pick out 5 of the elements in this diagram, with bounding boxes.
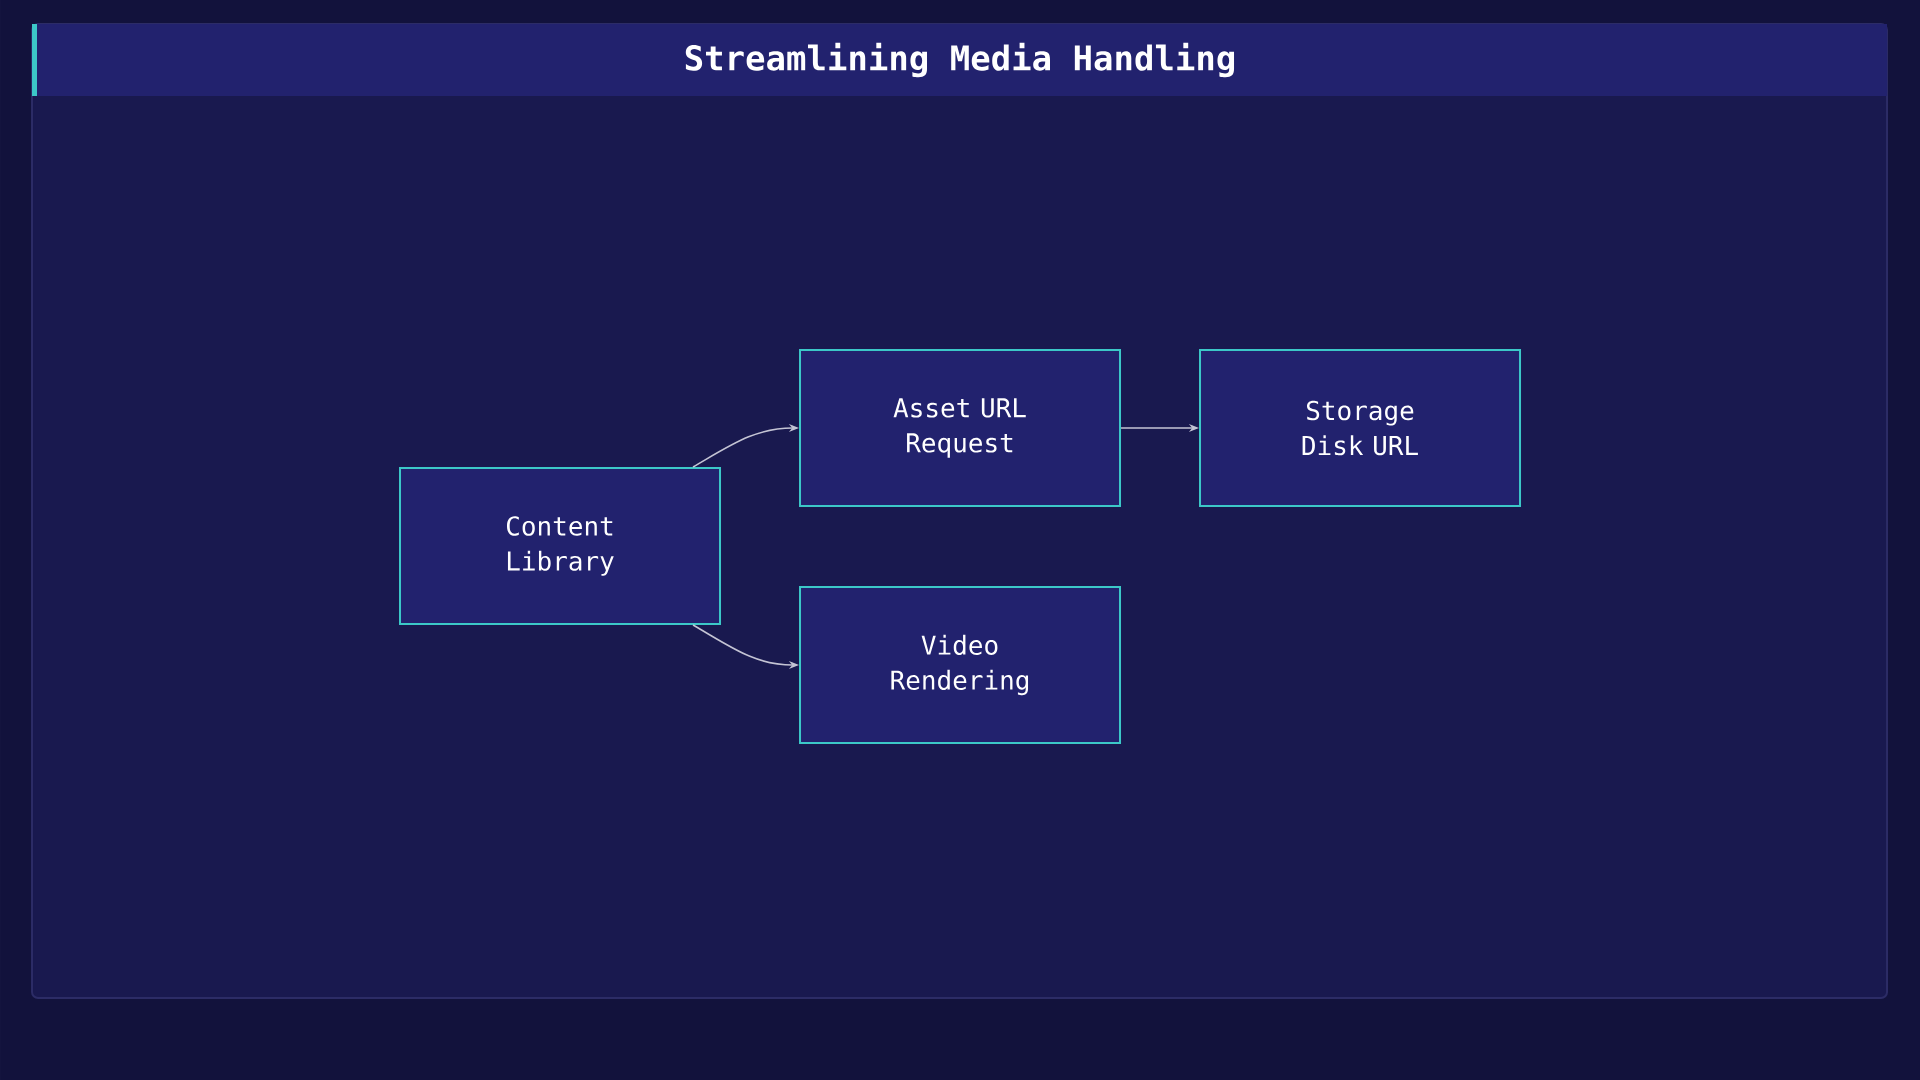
process-box: Asset URL Request: [799, 349, 1121, 507]
process-box: Content Library: [399, 467, 721, 625]
process-box: Storage Disk URL: [1199, 349, 1521, 507]
title-bar: Streamlining Media Handling: [32, 24, 1887, 96]
process-box: Video Rendering: [799, 586, 1121, 744]
